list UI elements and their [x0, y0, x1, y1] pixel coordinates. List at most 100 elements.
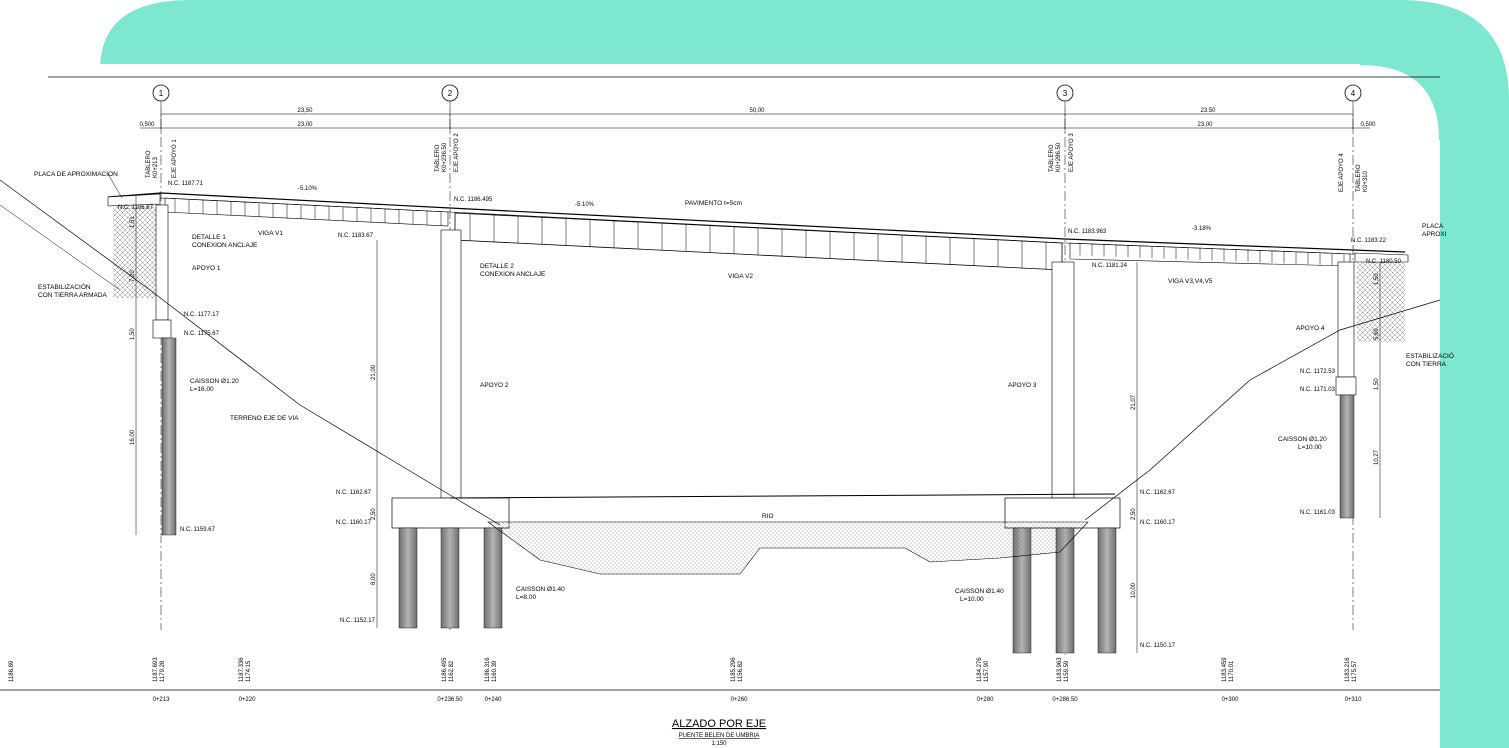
- eje-apoyo-3: EJE APOYO 3: [1069, 133, 1075, 172]
- vertical-dim-lines: [135, 195, 1381, 653]
- nc-1187-71: N.C. 1187.71: [168, 181, 204, 187]
- nc-1160-17-l: N.C. 1160.17: [336, 520, 372, 526]
- dim-second-1: 0,500: [139, 122, 155, 128]
- dim-second-3: 23,00: [1197, 122, 1213, 128]
- vdim-1-50a: 1,50: [130, 328, 136, 340]
- profile-top-2: 1187.336: [239, 657, 245, 682]
- approach-plate-left: [107, 193, 161, 207]
- label-estab-der-1: ESTABILIZACIÓ: [1406, 351, 1454, 360]
- nc-1177-17: N.C. 1177.17: [184, 312, 220, 318]
- nc-1183-22: N.C. 1183.22: [1351, 238, 1387, 244]
- leader-placa-izq: [107, 173, 123, 199]
- terrain-line: [0, 179, 1441, 526]
- eje-apoyo-1: EJE APOYO 1: [172, 139, 178, 178]
- station-0: 0+213: [153, 697, 171, 703]
- teal-banner-corner: [1440, 600, 1509, 690]
- label-detalle2-b: CONEXION ANCLAJE: [480, 271, 546, 278]
- tablero-1-km: K0+213: [153, 156, 159, 178]
- axis-label-1: 1: [159, 89, 164, 98]
- tablero-2: TABLERO: [435, 144, 441, 172]
- nc-1161-03: N.C. 1161.03: [1300, 510, 1336, 516]
- nc-1159-67: N.C. 1159.67: [180, 527, 216, 533]
- label-caisson2-b: L=8.00: [516, 594, 536, 601]
- girder-stiffeners: [174, 198, 1345, 270]
- vdim-16-00: 16,00: [130, 429, 136, 445]
- station-4: 0+260: [731, 697, 749, 703]
- nc-1152-17: N.C. 1152.17: [340, 618, 376, 624]
- profile-bottom-6: 1157.90: [984, 660, 990, 682]
- profile-top-6: 1184.276: [977, 657, 983, 682]
- nc-1150-17: N.C. 1150.17: [1140, 643, 1176, 649]
- profile-top-7: 1183.963: [1057, 657, 1063, 682]
- level-marks: N.C. 1187.71 N.C. 1186.87 N.C. 1186.495 …: [118, 181, 1402, 649]
- station-labels: 0+213 0+220 0+236.50 0+240 0+260 0+280 0…: [153, 697, 1363, 703]
- dim-second-4: 0,500: [1360, 122, 1376, 128]
- eje-apoyo-4: EJE APOYO 4: [1339, 153, 1345, 192]
- label-estab-der-2: CON TIERRA: [1406, 361, 1447, 368]
- approach-plate-right: [1354, 252, 1409, 263]
- vdim-7-20: 7,20: [130, 270, 136, 282]
- vdim-10-00: 10,00: [1131, 582, 1137, 598]
- label-apoyo4: APOYO 4: [1296, 325, 1325, 332]
- vertical-dim-text: 1,51 7,20 1,50 16,00 21,00 2,50 8,00 21,…: [130, 216, 1380, 598]
- label-caisson2-a: CAISSON Ø1.40: [516, 586, 565, 593]
- nc-1186-87: N.C. 1186.87: [118, 205, 154, 211]
- dim-second-2: 23,00: [297, 122, 313, 128]
- station-6: 0+286.50: [1052, 697, 1078, 703]
- caisson-3c: [1097, 527, 1117, 654]
- dim-top-3: 23,50: [1200, 108, 1216, 114]
- vdim-2-50b: 2,50: [1131, 508, 1137, 520]
- dim-top-2: 50,00: [749, 108, 765, 114]
- tablero-4-km: K0+310: [1363, 170, 1369, 192]
- profile-top-9: 1183.216: [1345, 657, 1351, 682]
- dim-top-1: 23,50: [297, 108, 313, 114]
- profile-bottom-9: 1175.57: [1352, 660, 1358, 682]
- profile-top-8: 1183.459: [1222, 657, 1228, 682]
- nc-1181-24: N.C. 1181.24: [1092, 263, 1128, 269]
- label-estab-izq-2: CON TIERRA ARMADA: [38, 292, 108, 299]
- axis-label-2: 2: [448, 89, 453, 98]
- river-bed: [487, 521, 1089, 575]
- profile-bottom-5: 1156.82: [738, 660, 744, 682]
- label-pendiente-1a: -5.10%: [298, 186, 318, 192]
- vdim-2-50a: 2,50: [371, 508, 377, 520]
- axis-label-4: 4: [1351, 89, 1356, 98]
- caisson-4: [1339, 394, 1355, 519]
- nc-1160-17-r: N.C. 1160.17: [1140, 520, 1176, 526]
- profile-bottom-7: 1159.59: [1064, 660, 1070, 682]
- tablero-3: TABLERO: [1049, 144, 1055, 172]
- label-apoyo1: APOYO 1: [192, 265, 221, 272]
- profile-bottom-4: 1160.39: [492, 660, 498, 682]
- label-detalle2-a: DETALLE 2: [480, 263, 514, 270]
- tablero-4: TABLERO: [1356, 164, 1362, 192]
- nc-1175-67: N.C. 1175.67: [184, 331, 220, 337]
- station-1: 0+220: [239, 697, 257, 703]
- label-caisson4-a: CAISSON Ø1.20: [1278, 436, 1327, 443]
- label-rio: RIO: [762, 513, 774, 520]
- drawing-subtitle: PUENTE BELEN DE UMBRIA: [679, 733, 760, 739]
- tablero-2-km: K0+236.50: [442, 142, 448, 172]
- label-terreno: TERRENO EJE DE VIA: [230, 415, 299, 422]
- station-3: 0+240: [485, 697, 503, 703]
- vdim-1-50c: 1,50: [1374, 378, 1380, 390]
- label-apoyo2: APOYO 2: [480, 382, 509, 389]
- station-8: 0+310: [1345, 697, 1363, 703]
- eje-apoyo-2: EJE APOYO 2: [454, 133, 460, 172]
- caisson-2c: [483, 527, 503, 629]
- label-placa-der-1: PLACA: [1422, 223, 1444, 230]
- label-caisson1-a: CAISSON Ø1.20: [190, 378, 239, 385]
- vdim-8-00: 8,00: [371, 573, 377, 585]
- vdim-10-27: 10,27: [1374, 449, 1380, 465]
- terrain-leader: [0, 204, 121, 291]
- station-5: 0+280: [977, 697, 995, 703]
- profile-bottom-1: 1179.28: [160, 660, 166, 682]
- label-apoyo3: APOYO 3: [1008, 382, 1037, 389]
- label-caisson4-b: L=10.00: [1298, 444, 1322, 451]
- nc-1183-963: N.C. 1183.963: [1068, 229, 1107, 235]
- label-placa-izq: PLACA DE APROXIMACION: [34, 171, 118, 178]
- dimension-lines: [140, 110, 1370, 132]
- label-detalle1-a: DETALLE 1: [192, 234, 226, 241]
- label-caisson3-b: L=10.00: [960, 596, 984, 603]
